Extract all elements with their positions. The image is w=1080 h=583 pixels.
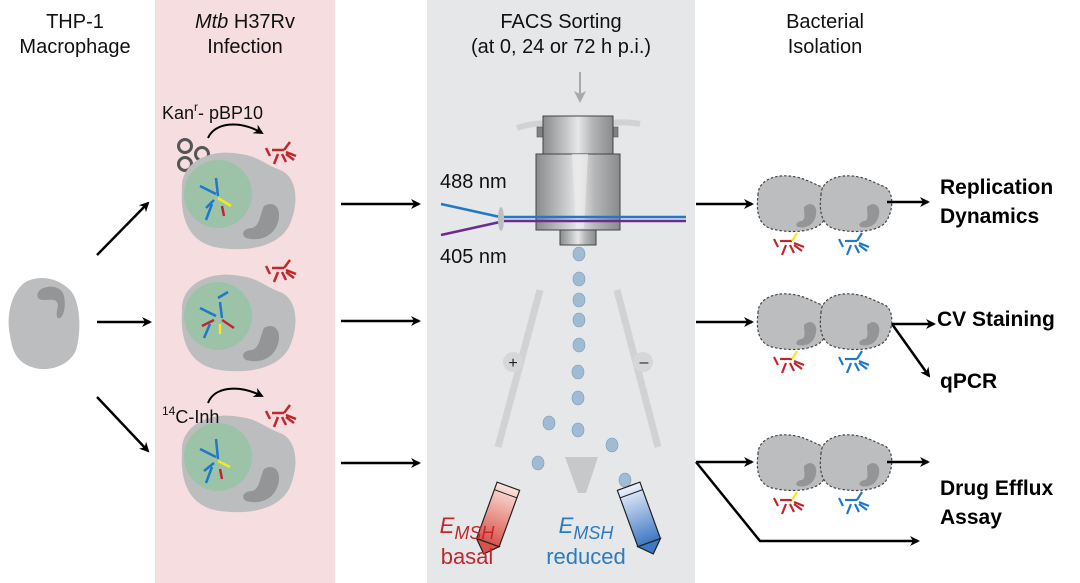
curved-arrow-isotope [207,387,264,404]
thp1-macrophage-icon [8,278,80,370]
collection-tube-basal [475,481,521,555]
arrow-to-bottom-infection [96,396,150,453]
plasmid-label: Kanr- pBP10 [162,100,264,123]
negative-charge-label: – [640,354,649,371]
collection-tube-reduced [616,481,662,555]
arrow-to-top-infection [96,201,150,256]
laser-488 [440,202,501,219]
infected-macrophage-3 [181,415,296,513]
output-qpcr: qPCR [940,370,998,393]
output-drug-efflux-assay: Drug Efflux Assay [940,477,1054,529]
output-replication-dynamics: Replication Dynamics [940,176,1054,228]
infected-macrophage-2 [181,274,296,372]
facs-panel [427,0,695,583]
laser-488-label: 488 nm [440,171,507,193]
isotope-label: 14C-Inh [162,404,220,427]
isolated-bacteria-row-1 [756,175,893,257]
curved-arrow-plasmid [207,123,264,139]
arrow-to-qpcr [890,323,931,378]
title-macrophage: THP-1 Macrophage [19,11,131,58]
isolated-bacteria-row-2 [756,293,893,375]
basal-tube-label: EMSH basal [439,513,495,569]
infected-macrophage-1 [181,152,296,250]
title-infection: Mtb H37Rv Infection [194,11,296,58]
flow-cell-nozzle [535,115,621,246]
arrow-direct-to-efflux [695,461,920,546]
title-isolation: Bacterial Isolation [786,11,864,58]
positive-charge-label: + [508,355,517,372]
reduced-tube-label: EMSH reduced [546,513,626,569]
laser-405-label: 405 nm [440,246,507,268]
isolated-bacteria-row-3 [756,434,893,516]
focusing-lens [498,207,504,231]
laser-405 [440,220,501,237]
output-cv-staining: CV Staining [937,308,1055,331]
waste-funnel [565,457,598,493]
title-facs: FACS Sorting (at 0, 24 or 72 h p.i.) [470,11,652,58]
